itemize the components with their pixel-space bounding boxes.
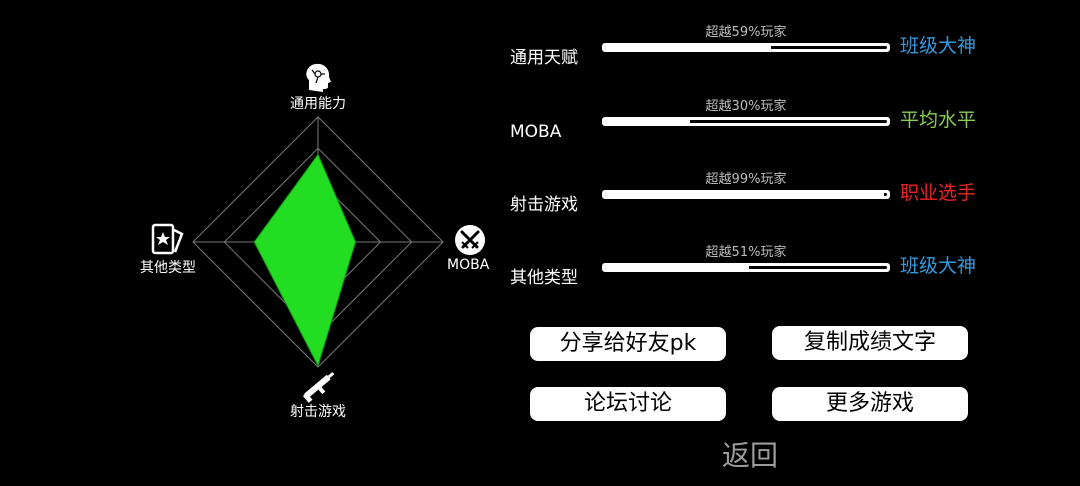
progress-fill bbox=[605, 46, 772, 49]
head-icon bbox=[306, 63, 331, 92]
stat-rank: 班级大神 bbox=[900, 255, 977, 277]
progress-bar bbox=[602, 43, 890, 52]
progress-fill bbox=[605, 120, 690, 123]
rifle-icon bbox=[302, 371, 335, 403]
stat-caption: 超越51%玩家 bbox=[705, 245, 787, 260]
radar-area bbox=[253, 153, 357, 368]
crossed-swords-icon bbox=[455, 225, 485, 255]
stat-caption: 超越30%玩家 bbox=[705, 99, 787, 114]
progress-bar bbox=[602, 263, 890, 272]
progress-bar bbox=[602, 190, 890, 199]
stat-rank: 职业选手 bbox=[900, 182, 977, 204]
forum-button[interactable]: 论坛讨论 bbox=[530, 387, 726, 421]
progress-bar bbox=[602, 117, 890, 126]
stat-row-other: 其他类型 超越51%玩家 班级大神 bbox=[510, 245, 990, 289]
more-games-button[interactable]: 更多游戏 bbox=[772, 387, 968, 421]
radar-label-shooter: 射击游戏 bbox=[290, 404, 346, 420]
stat-row-moba: MOBA 超越30%玩家 平均水平 bbox=[510, 99, 990, 143]
progress-fill bbox=[605, 193, 885, 196]
stat-rank: 平均水平 bbox=[900, 109, 977, 131]
radar-label-moba: MOBA bbox=[447, 257, 490, 273]
radar-chart bbox=[151, 63, 485, 403]
stat-name: 射击游戏 bbox=[510, 195, 578, 215]
stat-rank: 班级大神 bbox=[900, 35, 977, 57]
stat-caption: 超越59%玩家 bbox=[705, 25, 787, 40]
stat-row-shooter: 射击游戏 超越99%玩家 职业选手 bbox=[510, 172, 990, 216]
stat-row-general: 通用天赋 超越59%玩家 班级大神 bbox=[510, 25, 990, 69]
progress-fill bbox=[605, 266, 749, 269]
stat-name: MOBA bbox=[510, 122, 562, 142]
stat-caption: 超越99%玩家 bbox=[705, 172, 787, 187]
radar-label-other: 其他类型 bbox=[140, 260, 196, 276]
playing-card-icon bbox=[151, 223, 184, 255]
copy-results-button[interactable]: 复制成绩文字 bbox=[772, 326, 968, 360]
stat-name: 其他类型 bbox=[510, 268, 578, 288]
back-button[interactable]: 返回 bbox=[721, 439, 778, 472]
radar-label-general: 通用能力 bbox=[290, 96, 346, 112]
stat-name: 通用天赋 bbox=[510, 48, 578, 68]
share-button[interactable]: 分享给好友pk bbox=[530, 327, 726, 361]
